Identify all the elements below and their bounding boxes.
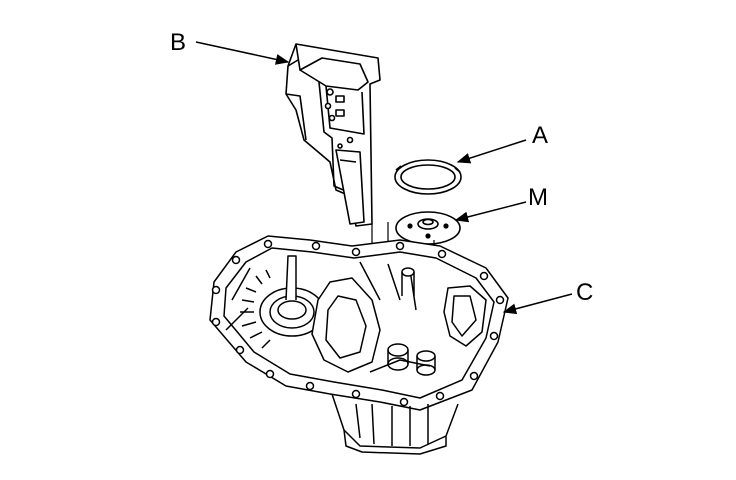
part-c-transmission-case bbox=[209, 235, 509, 455]
callout-b-label: B bbox=[170, 29, 186, 56]
leader-m bbox=[454, 201, 527, 223]
leader-b bbox=[195, 41, 290, 65]
leader-a bbox=[456, 139, 527, 164]
leader-arrows bbox=[195, 41, 573, 315]
part-b-guide-plate bbox=[285, 43, 381, 227]
callout-c-label: C bbox=[576, 279, 593, 306]
part-a-snap-ring bbox=[394, 159, 462, 195]
part-m-magnet-washer bbox=[395, 211, 461, 245]
leader-c bbox=[502, 293, 573, 315]
callout-a-label: A bbox=[532, 122, 548, 149]
callout-m-label: M bbox=[528, 184, 548, 211]
